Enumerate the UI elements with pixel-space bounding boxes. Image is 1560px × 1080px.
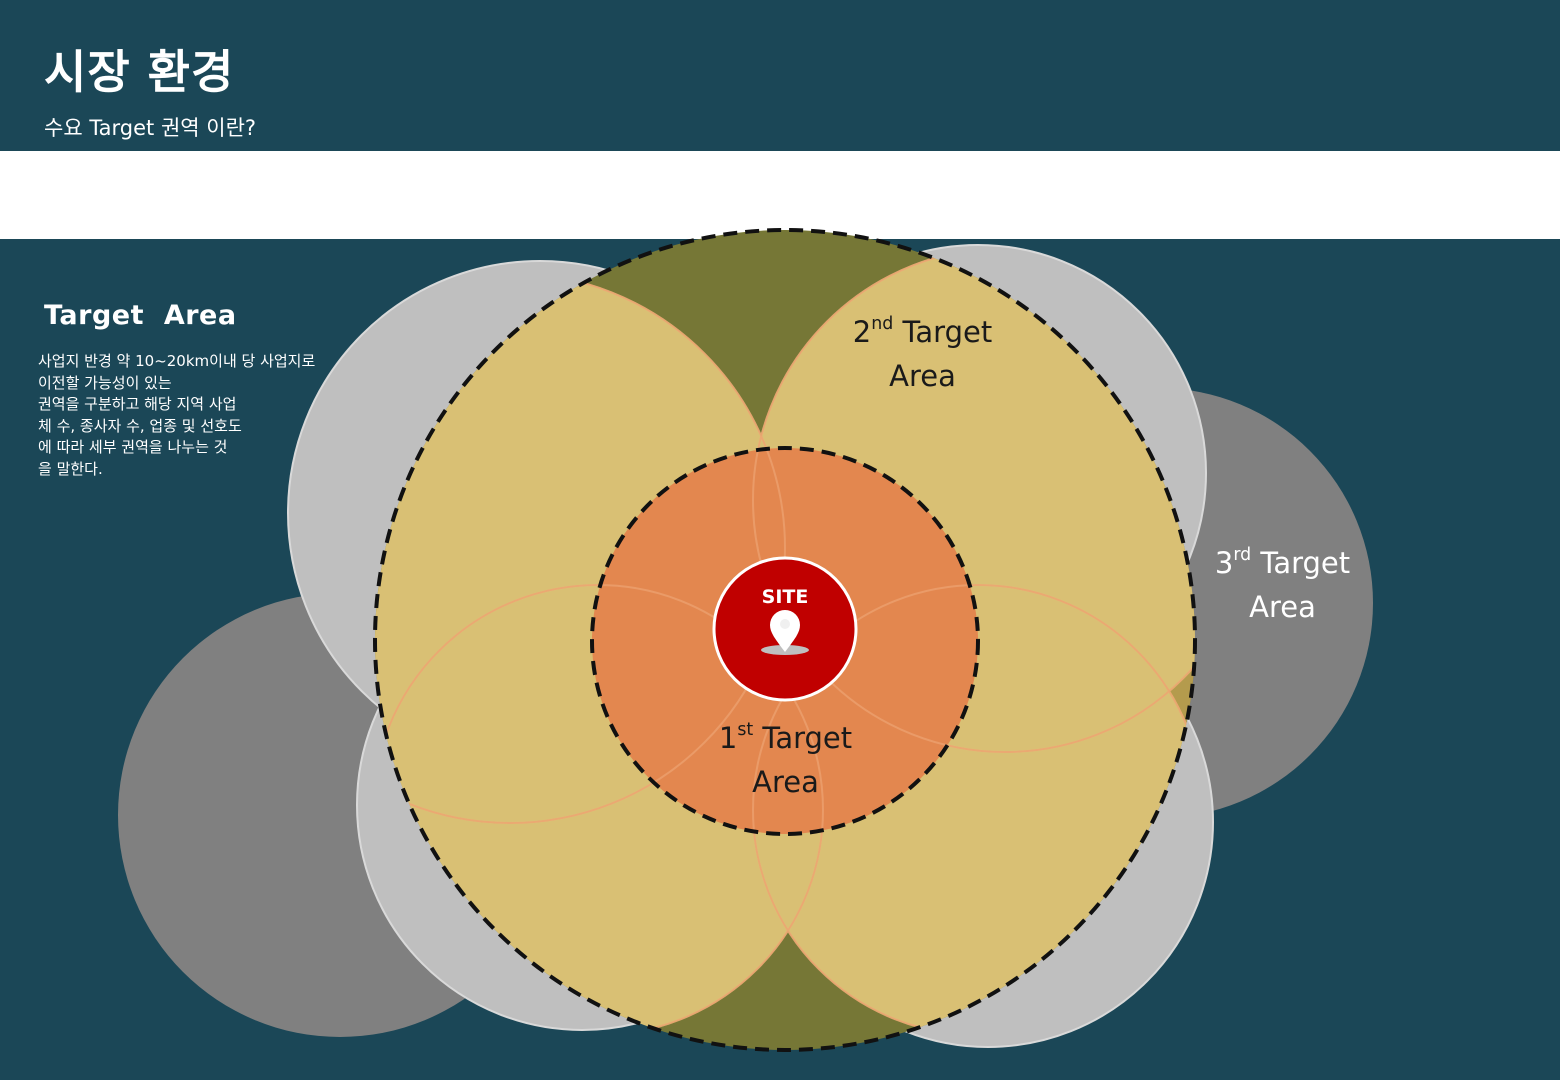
first-target-area-label: 1st Target Area: [718, 719, 853, 799]
second-target-area-label: 2nd Target Area: [852, 313, 993, 393]
description-line: 에 따라 세부 권역을 나누는 것: [38, 438, 228, 457]
third-target-area-label: 3rd Target Area: [1214, 544, 1351, 624]
description-line: 권역을 구분하고 해당 지역 사업: [38, 395, 237, 414]
description-line: 이전할 가능성이 있는: [38, 373, 172, 392]
page-subtitle: 수요 Target 권역 이란?: [44, 116, 257, 140]
white-divider-band: [0, 151, 1560, 239]
description-line: 체 수, 종사자 수, 업종 및 선호도: [38, 416, 242, 435]
target-area-heading: Target Area: [44, 300, 237, 331]
description-line: 사업지 반경 약 10~20km이내 당 사업지로: [38, 352, 316, 370]
first-area-dashed-boundary: [590, 446, 980, 836]
header-bar: 시장 환경 수요 Target 권역 이란?: [0, 0, 1560, 151]
second-area-dashed-boundary: [373, 228, 1197, 1052]
location-pin-icon: [761, 610, 809, 655]
target-area-description: 사업지 반경 약 10~20km이내 당 사업지로 이전할 가능성이 있는 권역…: [38, 351, 368, 481]
page-title: 시장 환경: [44, 45, 235, 99]
site-label: SITE: [761, 586, 809, 608]
description-line: 을 말한다.: [38, 459, 103, 478]
